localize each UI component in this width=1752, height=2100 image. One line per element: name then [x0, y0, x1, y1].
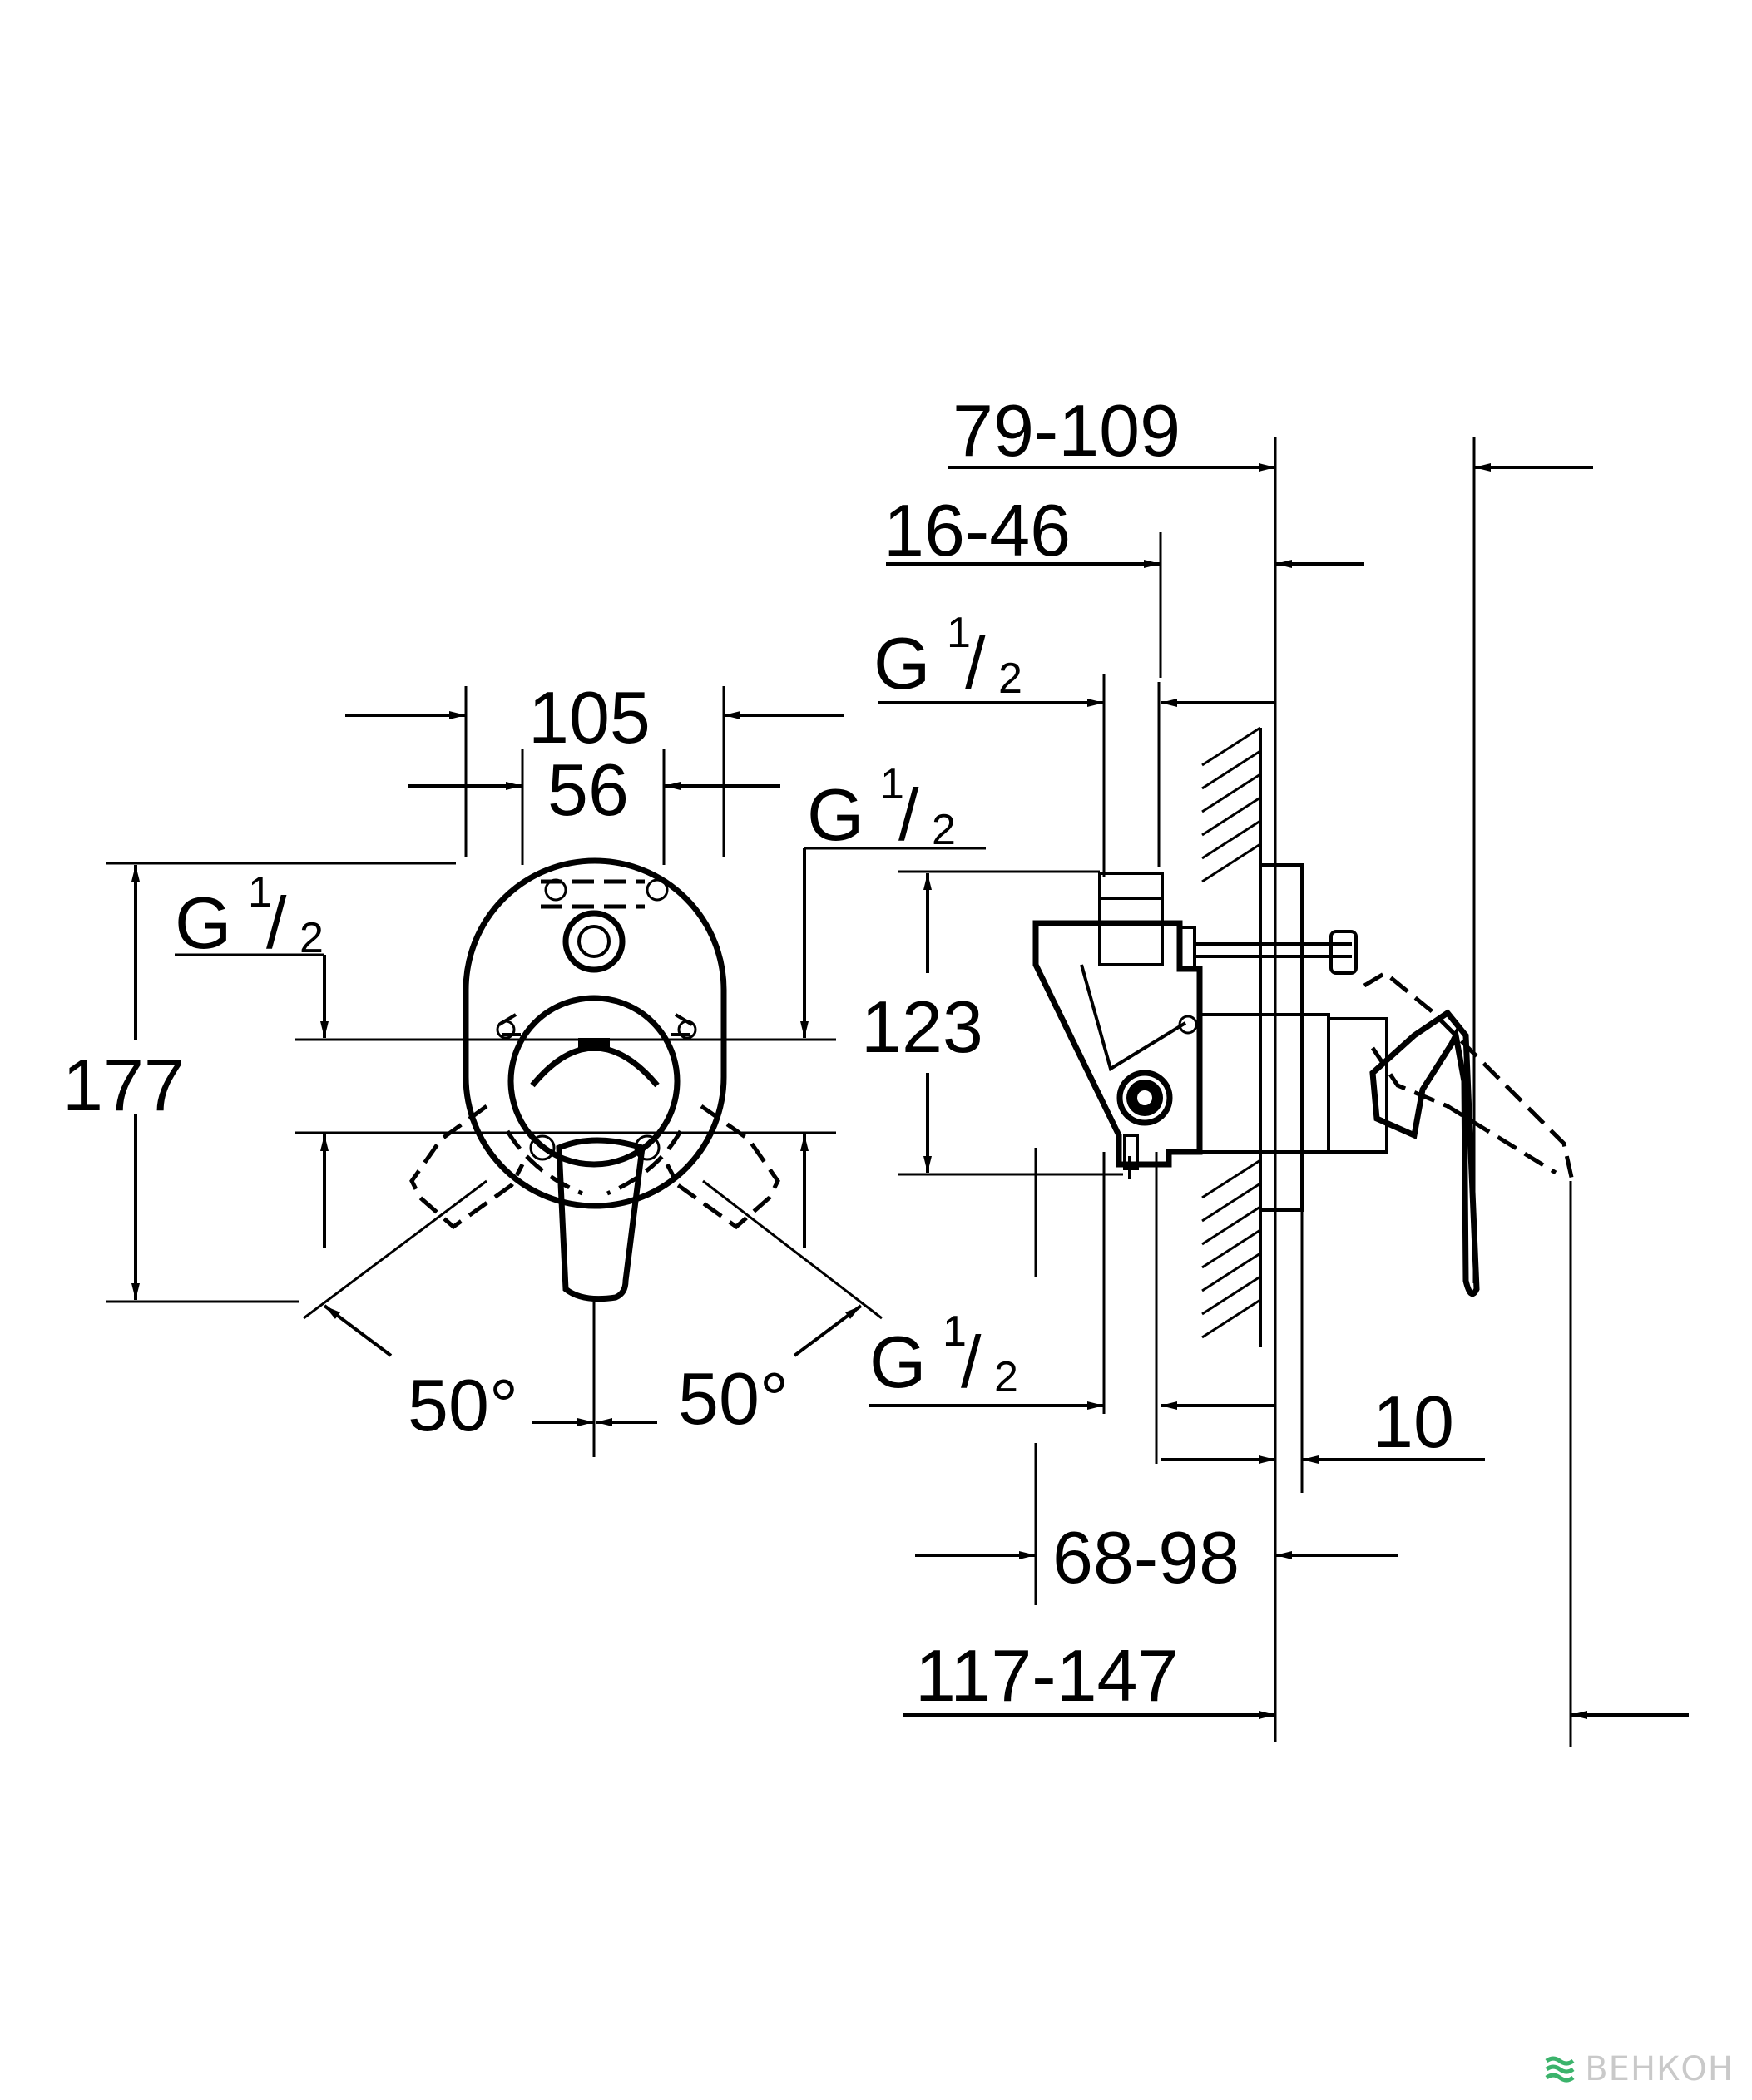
wall-hatch-line: [1201, 1159, 1261, 1199]
wall-hatch-line: [1201, 726, 1261, 767]
valve-body: [1032, 872, 1388, 1179]
lever-side: [1363, 970, 1575, 1297]
angle-right-label: 50°: [678, 1357, 789, 1440]
wall-hatch-line: [1201, 1205, 1261, 1246]
svg-text:1: 1: [943, 1307, 967, 1356]
wall-section: [1201, 726, 1262, 1347]
thread-callout-front-left: G 1 / 2: [175, 868, 324, 964]
svg-text:G: G: [874, 622, 930, 704]
wave-logo-icon: [1545, 2056, 1575, 2083]
wall-hatch-line: [1201, 1182, 1261, 1223]
wall-hatch-line: [1201, 819, 1261, 860]
watermark-text: ВЕНКОН: [1585, 2050, 1734, 2088]
mixer-lever: [496, 995, 697, 1302]
thread-callout-side-bottom: G 1 / 2: [869, 1307, 1018, 1403]
svg-text:/: /: [965, 622, 986, 704]
dim-56: 56: [547, 749, 629, 831]
escutcheon-plate: [463, 857, 727, 1209]
svg-text:1: 1: [880, 760, 904, 808]
wall-hatch-line: [1201, 1275, 1261, 1316]
dim-117-147: 117-147: [915, 1634, 1178, 1717]
svg-text:/: /: [961, 1321, 982, 1403]
svg-text:2: 2: [998, 655, 1022, 703]
watermark: ВЕНКОН: [1545, 2050, 1734, 2088]
dim-79-109: 79-109: [953, 389, 1180, 472]
dim-10: 10: [1373, 1381, 1454, 1463]
wall-hatch-line: [1201, 773, 1261, 813]
dimension-labels: 105 56 177 123 79-109 16-46 68-98 117-14…: [62, 389, 1454, 1717]
thread-callout-front-right: G 1 / 2: [807, 760, 956, 856]
mounting-plate: [1259, 863, 1304, 1212]
angle-left-label: 50°: [408, 1364, 518, 1446]
wall-hatch-line: [1201, 1252, 1261, 1292]
side-view: [1032, 726, 1575, 1347]
wall-hatch-line: [1201, 842, 1261, 883]
wall-hatch-line: [1201, 749, 1261, 790]
svg-text:1: 1: [947, 609, 971, 657]
dim-68-98: 68-98: [1052, 1516, 1240, 1598]
svg-text:2: 2: [994, 1353, 1018, 1401]
svg-text:2: 2: [932, 806, 956, 854]
svg-text:/: /: [898, 773, 919, 856]
svg-text:G: G: [869, 1321, 926, 1403]
dim-123: 123: [861, 986, 983, 1068]
svg-text:G: G: [807, 773, 864, 856]
wall-hatch-line: [1201, 1298, 1261, 1339]
svg-text:/: /: [266, 882, 287, 964]
wall-hatch-line: [1201, 796, 1261, 837]
front-dimensions: [106, 686, 986, 1426]
dim-177: 177: [62, 1044, 185, 1126]
front-view: [409, 857, 780, 1457]
side-dimensions: [869, 437, 1689, 1747]
dim-105: 105: [528, 676, 651, 758]
wall-hatch-line: [1201, 1228, 1261, 1269]
svg-text:G: G: [175, 882, 231, 964]
svg-text:1: 1: [248, 868, 272, 917]
svg-text:2: 2: [299, 914, 324, 962]
thread-callout-side-top: G 1 / 2: [874, 609, 1022, 704]
inlet-stubs-dashed: [409, 1104, 780, 1230]
diverter-knob: [541, 878, 669, 973]
dim-16-46: 16-46: [883, 489, 1071, 571]
